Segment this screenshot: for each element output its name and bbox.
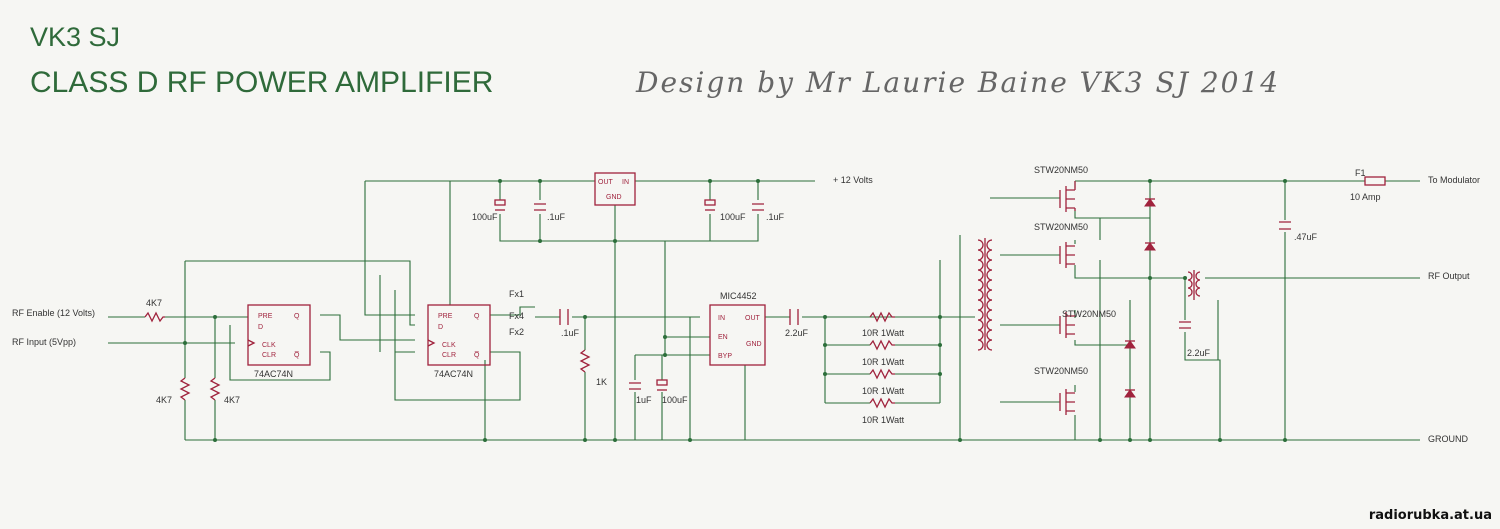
label-rf-input: RF Input (5Vpp) bbox=[12, 337, 76, 347]
label-10r-1: 10R 1Watt bbox=[862, 328, 905, 338]
label-c-coupling: .1uF bbox=[561, 328, 580, 338]
mosfet-q3 bbox=[1059, 312, 1075, 338]
resistor-10r-1 bbox=[869, 311, 895, 323]
capacitor-47uF bbox=[1279, 221, 1291, 230]
label-ground: GROUND bbox=[1428, 434, 1468, 444]
capacitor-100uF-2 bbox=[704, 199, 716, 211]
drv-pin-in: IN bbox=[718, 315, 725, 322]
capacitor-1uF-2 bbox=[752, 203, 764, 211]
capacitor-100uF-bypass bbox=[656, 379, 668, 391]
label-fx1: Fx1 bbox=[509, 289, 524, 299]
reg-pin-out: OUT bbox=[598, 179, 614, 186]
label-ic2-part: 74AC74N bbox=[434, 369, 473, 379]
ic1-pin-clr: CLR bbox=[262, 352, 276, 359]
reg-pin-in: IN bbox=[622, 179, 629, 186]
diode-1 bbox=[1144, 198, 1156, 207]
label-rf-enable: RF Enable (12 Volts) bbox=[12, 308, 95, 318]
capacitor-coupling bbox=[559, 309, 569, 325]
label-4k7-pulldown-2: 4K7 bbox=[224, 395, 240, 405]
capacitor-100uF-1 bbox=[494, 199, 506, 211]
junction-dots bbox=[183, 179, 1287, 442]
drv-pin-out: OUT bbox=[745, 315, 761, 322]
label-1uF-bypass: 1uF bbox=[636, 395, 652, 405]
ic1-pin-qn: Q̅ bbox=[294, 351, 300, 359]
label-2-2uF-driver: 2.2uF bbox=[785, 328, 809, 338]
diode-3 bbox=[1124, 340, 1136, 349]
capacitor-2-2uF-driver bbox=[789, 309, 799, 325]
mosfet-q1 bbox=[1059, 181, 1076, 212]
resistor-10r-2 bbox=[869, 339, 895, 351]
mosfet-q2 bbox=[1059, 242, 1075, 268]
designer-credit-handwritten: Design by Mr Laurie Baine VK3 SJ 2014 bbox=[636, 66, 1281, 99]
callsign-title: VK3 SJ bbox=[30, 22, 121, 52]
label-100uF-1: 100uF bbox=[472, 212, 498, 222]
ic2-pin-q: Q bbox=[474, 313, 480, 320]
ic2-pin-d: D bbox=[438, 324, 443, 331]
diode-2 bbox=[1144, 242, 1156, 251]
website-watermark: radiorubka.at.ua bbox=[1368, 508, 1492, 523]
flip-flop-ic-1 bbox=[247, 304, 311, 366]
label-1uF-1: .1uF bbox=[547, 212, 566, 222]
ic1-pin-clk: CLK bbox=[262, 342, 276, 349]
drv-pin-byp: BYP bbox=[718, 353, 732, 360]
voltage-regulator bbox=[594, 172, 636, 206]
drv-pin-en: EN bbox=[718, 334, 728, 341]
resistor-1k bbox=[579, 349, 591, 373]
gate-drive-transformer bbox=[977, 238, 993, 351]
label-fuse: F1 bbox=[1355, 168, 1366, 178]
label-mosfet-q1: STW20NM50 bbox=[1034, 165, 1088, 175]
label-mic4452: MIC4452 bbox=[720, 291, 757, 301]
label-to-modulator: To Modulator bbox=[1428, 175, 1480, 185]
capacitor-1uF-bypass bbox=[629, 382, 641, 390]
resistor-10r-4 bbox=[869, 397, 895, 409]
output-transformer bbox=[1187, 270, 1201, 300]
reg-pin-gnd: GND bbox=[606, 194, 622, 201]
resistor-4k7-pulldown-1 bbox=[179, 377, 191, 401]
ic2-pin-clr: CLR bbox=[442, 352, 456, 359]
resistor-10r-3 bbox=[869, 368, 895, 380]
label-mosfet-q2: STW20NM50 bbox=[1034, 222, 1088, 232]
ic2-pin-pre: PRE bbox=[438, 313, 453, 320]
label-1k: 1K bbox=[596, 377, 607, 387]
label-100uF-2: 100uF bbox=[720, 212, 746, 222]
label-fuse-rating: 10 Amp bbox=[1350, 192, 1381, 202]
mosfet-q4 bbox=[1059, 389, 1075, 415]
label-mosfet-q3: STW20NM50 bbox=[1062, 309, 1116, 319]
label-4k7-pulldown-1: 4K7 bbox=[156, 395, 172, 405]
label-rf-output: RF Output bbox=[1428, 271, 1470, 281]
fuse-f1 bbox=[1364, 176, 1386, 186]
label-mosfet-q4: STW20NM50 bbox=[1034, 366, 1088, 376]
label-10r-2: 10R 1Watt bbox=[862, 357, 905, 367]
label-4k7-input: 4K7 bbox=[146, 298, 162, 308]
label-fx2: Fx2 bbox=[509, 327, 524, 337]
ic2-pin-clk: CLK bbox=[442, 342, 456, 349]
label-ic1-part: 74AC74N bbox=[254, 369, 293, 379]
resistor-4k7-input bbox=[144, 311, 165, 323]
label-10r-3: 10R 1Watt bbox=[862, 386, 905, 396]
label-fx4: Fx4 bbox=[509, 311, 524, 321]
label-47uF: .47uF bbox=[1294, 232, 1318, 242]
ic1-pin-pre: PRE bbox=[258, 313, 273, 320]
resistor-4k7-pulldown-2 bbox=[209, 377, 221, 401]
ic1-pin-d: D bbox=[258, 324, 263, 331]
diode-4 bbox=[1124, 389, 1136, 398]
capacitor-1uF-1 bbox=[534, 203, 546, 211]
label-2-2uF-output: 2.2uF bbox=[1187, 348, 1211, 358]
label-1uF-2: .1uF bbox=[766, 212, 785, 222]
label-10r-4: 10R 1Watt bbox=[862, 415, 905, 425]
label-100uF-bypass: 100uF bbox=[662, 395, 688, 405]
ic2-pin-qn: Q̅ bbox=[474, 351, 480, 359]
ic1-pin-q: Q bbox=[294, 313, 300, 320]
capacitor-2-2uF-output bbox=[1179, 321, 1191, 329]
schematic-title: CLASS D RF POWER AMPLIFIER bbox=[30, 66, 494, 99]
flip-flop-ic-2 bbox=[427, 304, 491, 366]
mosfet-driver-ic bbox=[709, 304, 766, 366]
wires bbox=[108, 180, 1420, 441]
drv-pin-gnd: GND bbox=[746, 341, 762, 348]
label-12-volts: + 12 Volts bbox=[833, 175, 873, 185]
